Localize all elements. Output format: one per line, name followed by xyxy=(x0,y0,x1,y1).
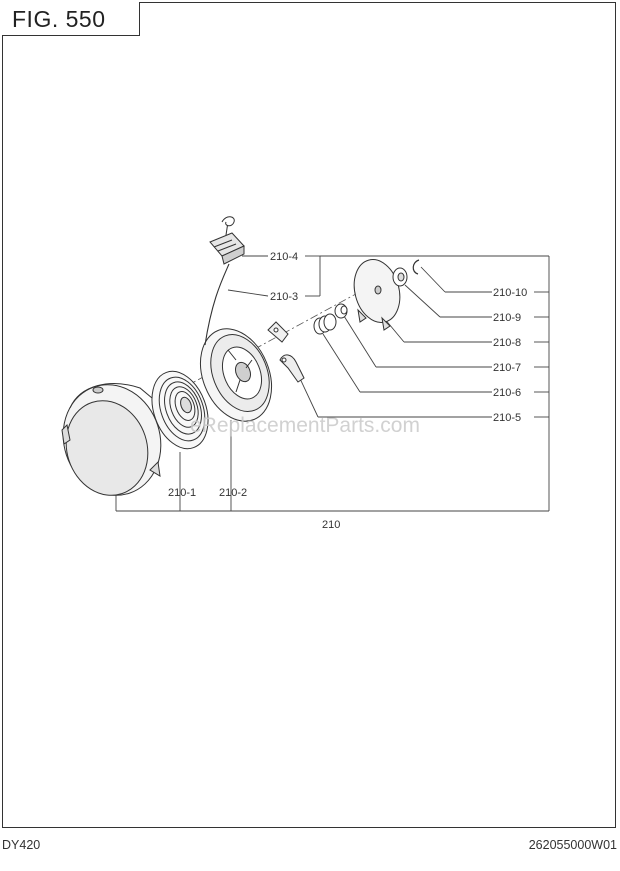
label-210-10: 210-10 xyxy=(493,287,527,299)
model-number: DY420 xyxy=(2,838,41,852)
spring-210-1 xyxy=(151,370,209,450)
clip-210-10 xyxy=(412,259,420,275)
figure-title: FIG. 550 xyxy=(12,6,106,32)
pawl-spring-210-6 xyxy=(313,313,337,335)
label-210-1: 210-1 xyxy=(168,487,196,499)
pawl-upper xyxy=(267,321,289,343)
label-210-4: 210-4 xyxy=(270,251,298,263)
figure-title-box: FIG. 550 xyxy=(2,2,140,36)
label-210-7: 210-7 xyxy=(493,362,521,374)
starter-handle-210-4 xyxy=(209,216,245,265)
label-210-8: 210-8 xyxy=(493,337,521,349)
label-210-9: 210-9 xyxy=(493,312,521,324)
label-210-2: 210-2 xyxy=(219,487,247,499)
label-210-3: 210-3 xyxy=(270,291,298,303)
pulley-210-2 xyxy=(200,328,272,422)
label-210: 210 xyxy=(322,519,340,531)
pawl-210-5 xyxy=(279,354,305,383)
drawing-code: 262055000W01 xyxy=(528,838,617,852)
ratchet-plate-210-8 xyxy=(353,259,401,331)
drawing-frame xyxy=(2,2,616,828)
label-210-5: 210-5 xyxy=(493,412,521,424)
recoil-housing-210 xyxy=(61,383,162,496)
label-210-6: 210-6 xyxy=(493,387,521,399)
washer-210-9 xyxy=(392,267,408,287)
spring-210-7 xyxy=(334,303,348,319)
watermark-text: eReplacementParts.com xyxy=(190,414,420,437)
starter-rope-210-3 xyxy=(204,263,230,346)
